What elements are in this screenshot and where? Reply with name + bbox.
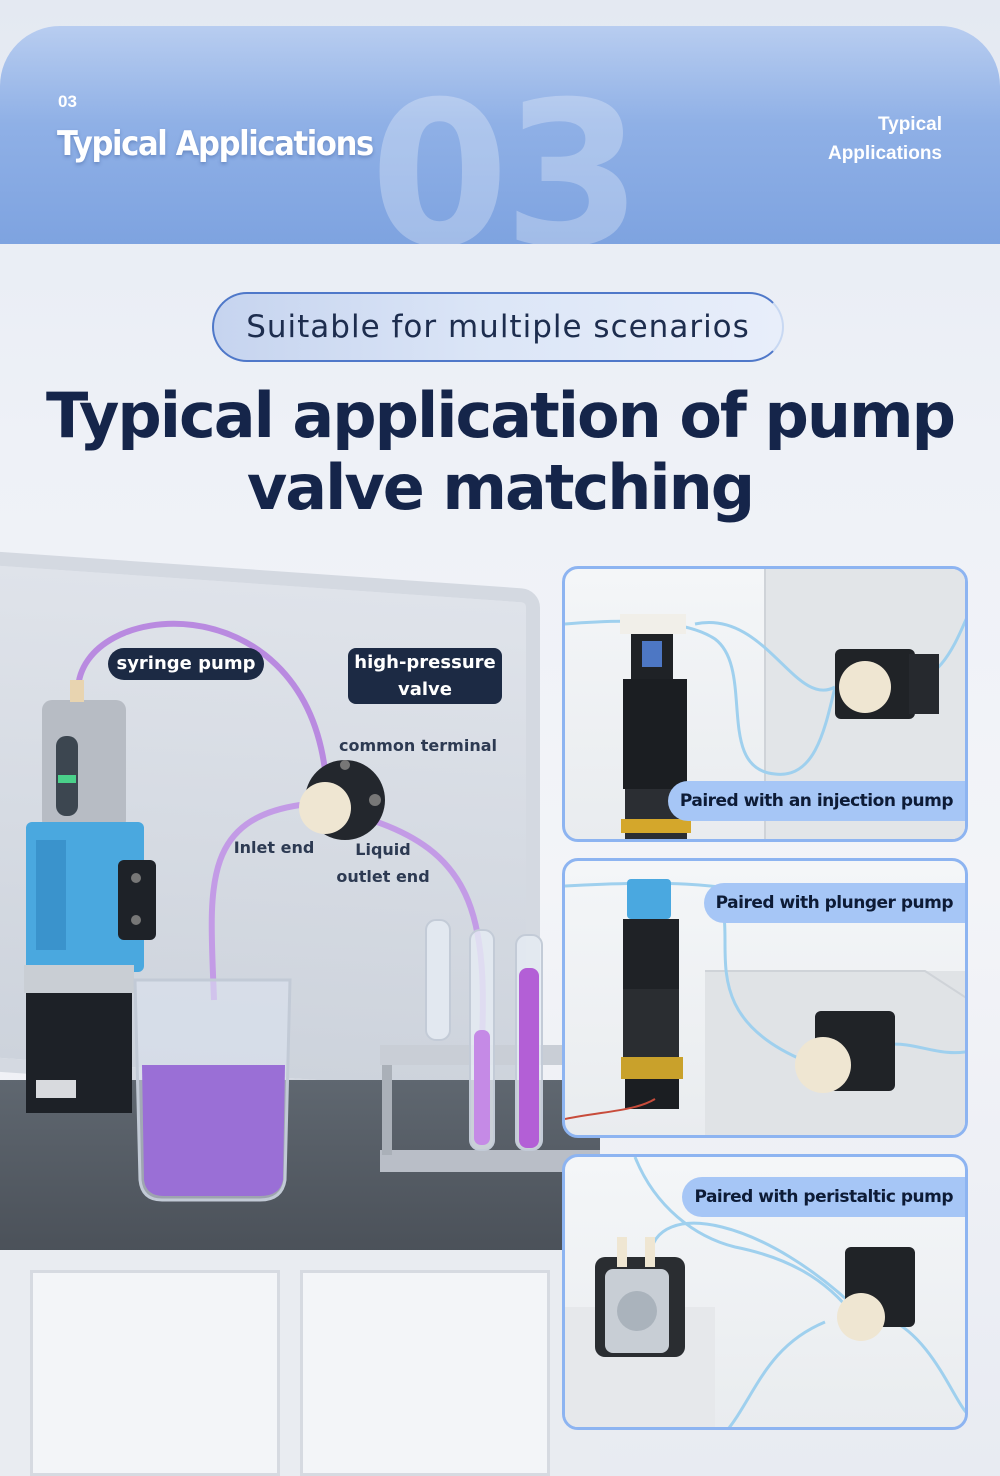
- syringe-pump-label: syringe pump: [108, 648, 264, 680]
- lab-equipment-drawing: [24, 620, 600, 1202]
- high-pressure-valve-icon: [299, 760, 385, 840]
- card-caption: Paired with peristaltic pump: [682, 1177, 965, 1217]
- subtitle-pill: Suitable for multiple scenarios: [212, 292, 784, 362]
- main-title-line1: Typical application of pump: [46, 379, 956, 452]
- cabinet-door: [300, 1270, 550, 1476]
- common-terminal-label: common terminal: [339, 736, 497, 755]
- plunger-pump-photo: [565, 879, 965, 1135]
- syringe-tube: [75, 620, 328, 771]
- section-title: Typical Applications: [57, 124, 374, 164]
- section-number: 03: [58, 92, 77, 111]
- main-title-line2: valve matching: [246, 451, 755, 524]
- high-pressure-valve-label: high-pressure valve: [348, 648, 502, 704]
- inlet-end-label: Inlet end: [233, 838, 315, 857]
- application-card: Paired with peristaltic pump: [562, 1154, 968, 1430]
- application-card: Paired with an injection pump: [562, 566, 968, 842]
- application-card: Paired with plunger pump: [562, 858, 968, 1138]
- main-title: Typical application of pump valve matchi…: [0, 380, 1000, 524]
- section-big-number: 03: [370, 59, 642, 245]
- lab-illustration: syringe pump high-pressure valve common …: [0, 550, 600, 1476]
- card-caption: Paired with plunger pump: [703, 883, 965, 923]
- card-caption: Paired with an injection pump: [667, 781, 965, 821]
- beaker-icon: [133, 978, 292, 1202]
- liquid-outlet-end-label: Liquid outlet end: [336, 840, 430, 886]
- syringe-pump-icon: [24, 680, 156, 1113]
- inlet-tube: [208, 802, 301, 1001]
- cabinet-door: [30, 1270, 280, 1476]
- lab-cabinet: [0, 1250, 600, 1476]
- section-header: 03 03 Typical Applications Typical Appli…: [0, 26, 1000, 244]
- section-right-label: Typical Applications: [827, 114, 942, 164]
- test-tube-rack-icon: [380, 919, 600, 1172]
- peristaltic-pump-photo: [565, 1157, 965, 1427]
